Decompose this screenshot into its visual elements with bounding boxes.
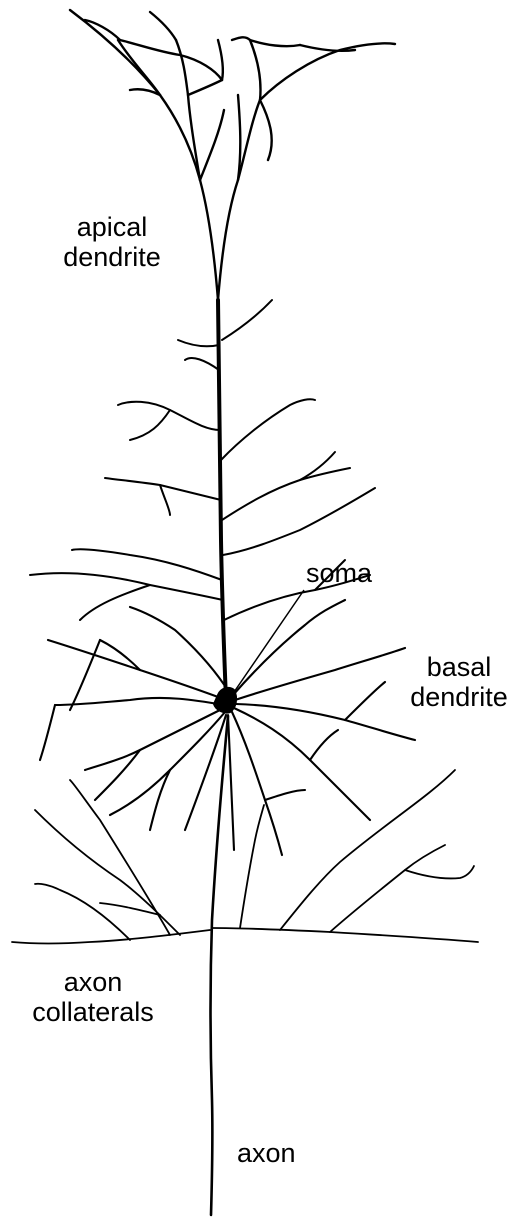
basal-dendrite-label: basal dendrite xyxy=(403,652,515,712)
axon-collaterals-label-line2: collaterals xyxy=(18,997,168,1027)
axon-label-text: axon xyxy=(237,1138,296,1168)
apical-dendrite-label: apical dendrite xyxy=(56,212,168,272)
axon-collaterals-label-line1: axon xyxy=(18,967,168,997)
axon-collaterals xyxy=(12,770,478,944)
axon-collaterals-label: axon collaterals xyxy=(18,967,168,1027)
basal-dendrite-label-line1: basal xyxy=(403,652,515,682)
soma-label: soma xyxy=(306,558,372,588)
apical-dendrite-label-line1: apical xyxy=(56,212,168,242)
apical-dendrite-label-line2: dendrite xyxy=(56,242,168,272)
axon-label: axon xyxy=(237,1138,296,1168)
basal-dendrite-label-line2: dendrite xyxy=(403,682,515,712)
soma-label-text: soma xyxy=(306,558,372,588)
axon-main xyxy=(211,716,229,1215)
